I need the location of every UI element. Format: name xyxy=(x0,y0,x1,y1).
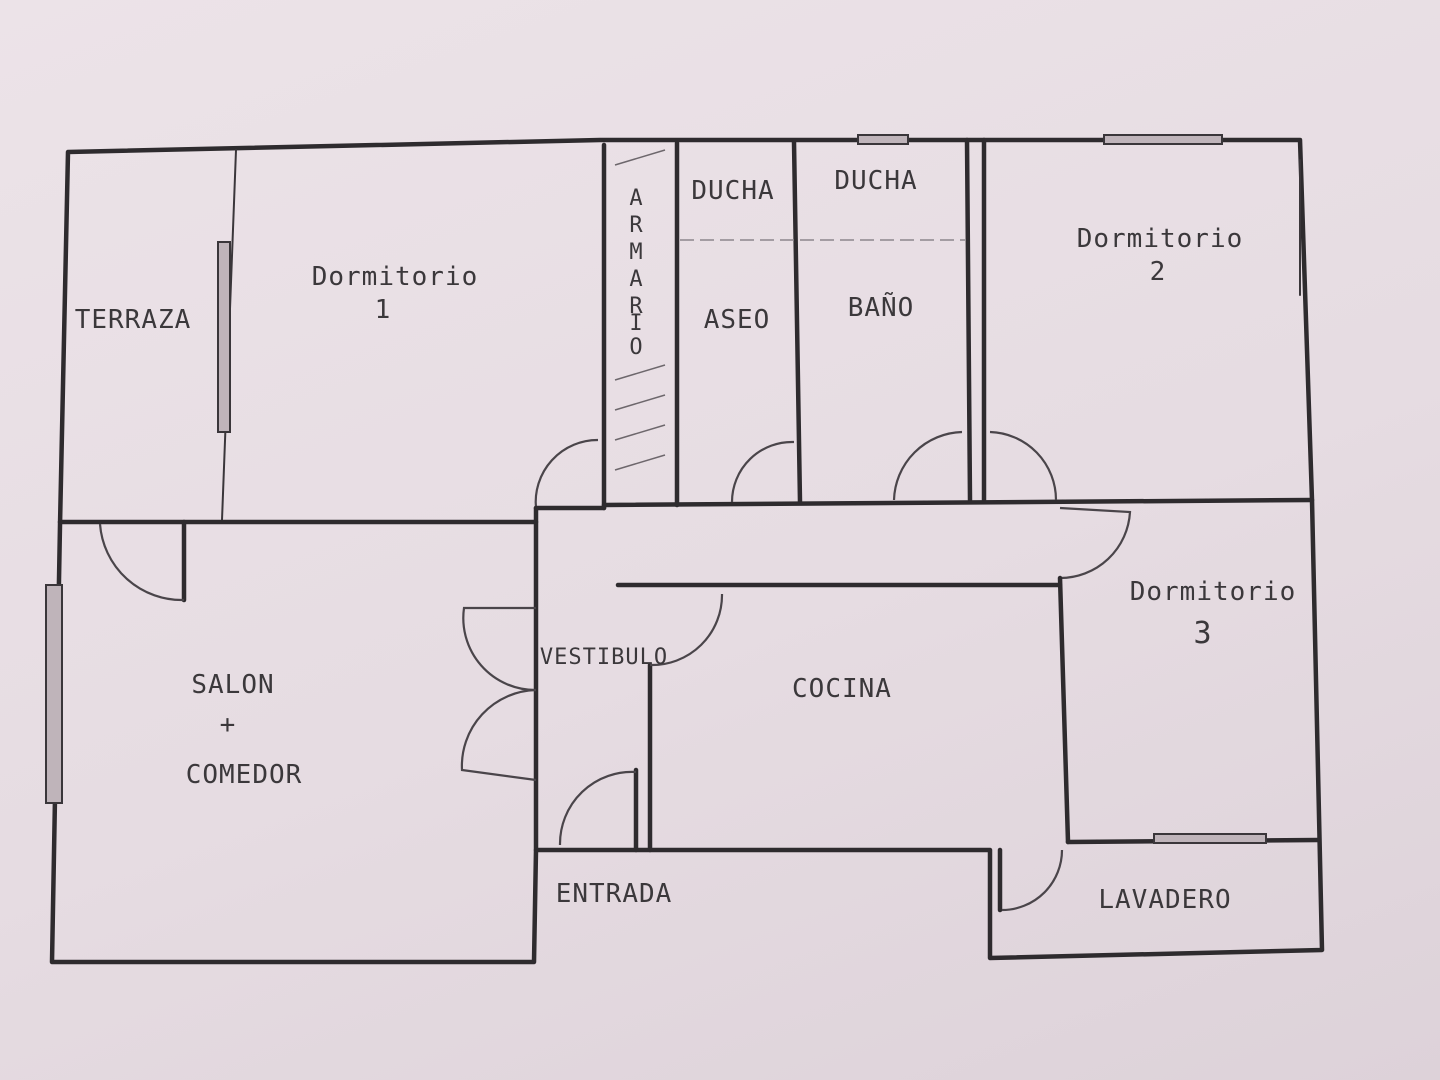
bano-door-arc xyxy=(892,430,963,501)
salon-window xyxy=(45,584,63,804)
outer-wall-top-left xyxy=(49,137,1325,965)
room-label-vestibulo: VESTIBULO xyxy=(540,645,668,670)
entrada-door-arc xyxy=(558,770,637,846)
room-label-ducha-aseo: DUCHA xyxy=(691,176,774,206)
armario-letter-6: I xyxy=(629,311,642,336)
armario-letter-5: R xyxy=(629,294,643,319)
dorm2-window xyxy=(1103,134,1223,145)
room-label-salon-plus: + xyxy=(220,710,237,740)
room-label-terraza: TERRAZA xyxy=(75,305,192,335)
salon-vestibulo-door-lower xyxy=(460,688,537,782)
room-label-salon: SALON xyxy=(191,670,274,700)
room-label-bano: BAÑO xyxy=(848,291,915,323)
armario-letter-4: A xyxy=(629,267,642,292)
bano-dorm2-wall xyxy=(964,137,973,503)
room-label-comedor: COMEDOR xyxy=(186,760,303,790)
armario-letter-1: A xyxy=(629,186,642,211)
dorm3-window xyxy=(1153,833,1267,844)
room-label-dormitorio1: Dormitorio xyxy=(312,262,479,292)
room-number-dormitorio2: 2 xyxy=(1150,257,1167,287)
armario-letter-2: R xyxy=(629,213,643,238)
dorm3-door-arc xyxy=(1059,506,1132,580)
armario-letter-7: O xyxy=(629,335,642,360)
aseo-bano-wall xyxy=(791,139,803,505)
room-label-aseo: ASEO xyxy=(704,305,771,335)
dorm2-door-arc xyxy=(989,430,1058,501)
dorm1-door-arc xyxy=(534,438,599,509)
salon-door-arc xyxy=(98,523,185,602)
room-number-dormitorio3: 3 xyxy=(1193,616,1212,651)
cocina-door-arc xyxy=(649,593,724,667)
armario-letter-3: M xyxy=(629,240,642,265)
cocina-dorm3-wall xyxy=(1057,575,1071,845)
room-label-dormitorio3: Dormitorio xyxy=(1130,577,1297,607)
salon-vestibulo-door-upper xyxy=(462,606,537,692)
room-label-entrada: ENTRADA xyxy=(556,879,673,909)
lavadero-door-arc xyxy=(1001,849,1064,912)
room-label-ducha-bano: DUCHA xyxy=(834,166,917,196)
bano-window xyxy=(857,134,909,145)
room-label-cocina: COCINA xyxy=(792,674,892,704)
room-number-dormitorio1: 1 xyxy=(375,295,392,325)
room-label-lavadero: LAVADERO xyxy=(1098,885,1231,915)
room-label-dormitorio2: Dormitorio xyxy=(1077,224,1244,254)
aseo-door-arc xyxy=(730,440,795,503)
corridor-top-wall xyxy=(601,497,1315,508)
terraza-window xyxy=(217,241,231,433)
